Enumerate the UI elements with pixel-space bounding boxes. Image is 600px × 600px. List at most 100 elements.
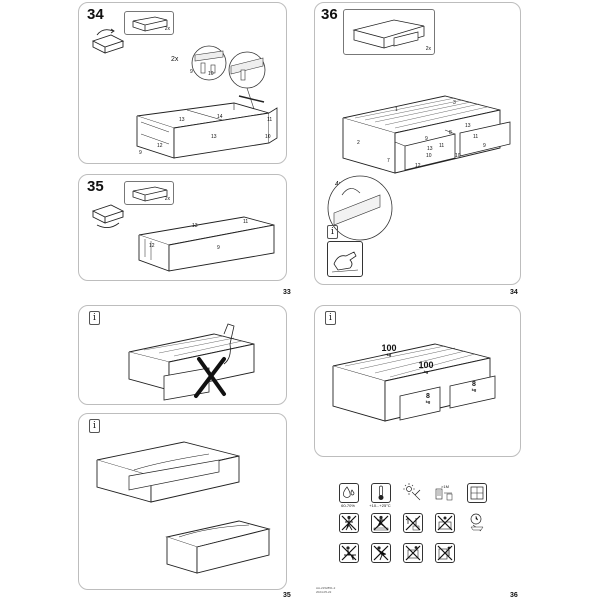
wipe-clean-icon: [331, 251, 359, 273]
drawer-thumbnail: 2x: [124, 181, 174, 205]
page-number: 35: [283, 592, 291, 599]
daybed-drawers-drawing: [342, 95, 511, 174]
weight-limits-panel: i 100 kg 100 kg 8 kg 8 kg: [314, 305, 521, 457]
part-label: 12: [149, 243, 155, 249]
weight-block: 8 kg: [423, 393, 433, 404]
weight-value: 100: [381, 343, 397, 353]
drawer-thumbnail: 2x: [124, 11, 174, 35]
step-number: 35: [87, 178, 104, 195]
thumb-count: 2x: [164, 26, 170, 32]
page-34: 36 2x 1 3 2 7 8 9 10 11 12 13 11: [314, 2, 522, 296]
part-label: 12: [157, 143, 163, 149]
weight-bed-drawing: [332, 343, 496, 422]
part-label: 13: [211, 134, 217, 140]
drawer-front-drawing: [138, 216, 275, 272]
part-label: 10: [455, 153, 461, 159]
no-sitting-icon: [341, 545, 357, 561]
no-jumping-icon: [373, 515, 389, 531]
step-36-panel: 36 2x 1 3 2 7 8 9 10 11 12 13 11: [314, 2, 521, 285]
part-label: 13: [427, 146, 433, 152]
info-icon: i: [89, 311, 100, 325]
heater-distance-icon: [435, 488, 453, 501]
screw-label: 9: [190, 69, 193, 75]
no-standing-box: [339, 513, 359, 533]
no-step-drawing: [128, 323, 255, 401]
extended-bed-drawing: [96, 441, 240, 503]
no-leaning-box: [371, 543, 391, 563]
footer-date: 2024-05-22: [316, 590, 332, 594]
weight-unit: kg: [423, 369, 429, 374]
page-33: 34 2x 2x 2x 9 10: [78, 2, 293, 296]
screw-detail-1: [191, 45, 227, 81]
thermometer-icon: [378, 485, 384, 500]
part-label: 11: [473, 134, 479, 140]
no-sitting-box: [339, 543, 359, 563]
part-label: 3: [453, 100, 456, 106]
runner-detail: [327, 175, 393, 241]
no-step-on-drawer-panel: i: [78, 305, 287, 405]
drawer-thumb-icon: [132, 186, 168, 202]
step-number: 36: [321, 6, 338, 23]
part-label: 10: [265, 134, 271, 140]
no-lifting-icon: [437, 545, 453, 561]
info-icon: i: [325, 311, 336, 325]
weight-value: 100: [418, 360, 434, 370]
thumb-count: 2x: [425, 46, 431, 52]
daybed-usage-panel: i: [78, 413, 287, 590]
part-label: 13: [192, 223, 198, 229]
page-number: 33: [283, 289, 291, 296]
single-bed-drawing: [165, 520, 271, 574]
part-label: 13: [179, 117, 185, 123]
weight-block: 8 kg: [469, 381, 479, 392]
no-tilting-icon: [405, 545, 421, 561]
no-climbing-icon: [437, 515, 453, 531]
thermometer-box: [371, 483, 391, 503]
step-35-panel: 35 2x 13 11 12 9: [78, 174, 287, 281]
weight-block: 100 kg: [379, 344, 399, 357]
bed-thumbnail: 2x: [343, 9, 435, 55]
no-leaning-icon: [373, 545, 389, 561]
step-number: 34: [87, 6, 104, 23]
callout-count: 2x: [171, 56, 179, 63]
weight-unit: kg: [471, 387, 477, 392]
window-box: [467, 483, 487, 503]
temperature-label: +10...+25°C: [369, 503, 391, 508]
drawer-assembly-drawing: [136, 95, 278, 159]
part-label: 8: [449, 130, 452, 136]
weight-unit: kg: [425, 399, 431, 404]
wipe-clean-box: [327, 241, 363, 277]
bed-thumb-icon: [352, 19, 425, 49]
part-label: 11: [267, 117, 273, 123]
clock-box: [467, 513, 485, 532]
part-label: 11: [439, 143, 445, 149]
no-climbing-box: [435, 513, 455, 533]
page-number: 34: [510, 289, 518, 296]
screw-label: 10: [208, 71, 214, 77]
info-icon: i: [327, 225, 338, 239]
window-icon: [470, 486, 484, 500]
heater-distance-label: >1M: [441, 484, 449, 489]
flip-over-icon: [91, 204, 125, 228]
step-34-panel: 34 2x 2x 2x 9 10: [78, 2, 287, 164]
humidity-icon: [343, 486, 355, 498]
weight-value: 8: [426, 393, 430, 400]
thumb-count: 2x: [164, 196, 170, 202]
info-icon: i: [89, 419, 100, 433]
drawer-thumb-icon: [132, 16, 168, 32]
part-label: 2: [357, 140, 360, 146]
no-stacking-box: [403, 513, 423, 533]
no-jumping-box: [371, 513, 391, 533]
no-stacking-icon: [405, 515, 421, 531]
flip-over-icon: [91, 28, 125, 54]
no-tilting-box: [403, 543, 423, 563]
part-label: 9: [425, 136, 428, 142]
part-label: 10: [426, 153, 432, 159]
part-label: 14: [217, 114, 223, 120]
part-label: 13: [465, 123, 471, 129]
weight-value: 8: [472, 381, 476, 388]
page-35: i i 35: [78, 305, 293, 599]
part-label: 7: [387, 158, 390, 164]
weight-unit: kg: [386, 352, 392, 357]
no-standing-icon: [341, 515, 357, 531]
clock-icon: [470, 513, 484, 532]
